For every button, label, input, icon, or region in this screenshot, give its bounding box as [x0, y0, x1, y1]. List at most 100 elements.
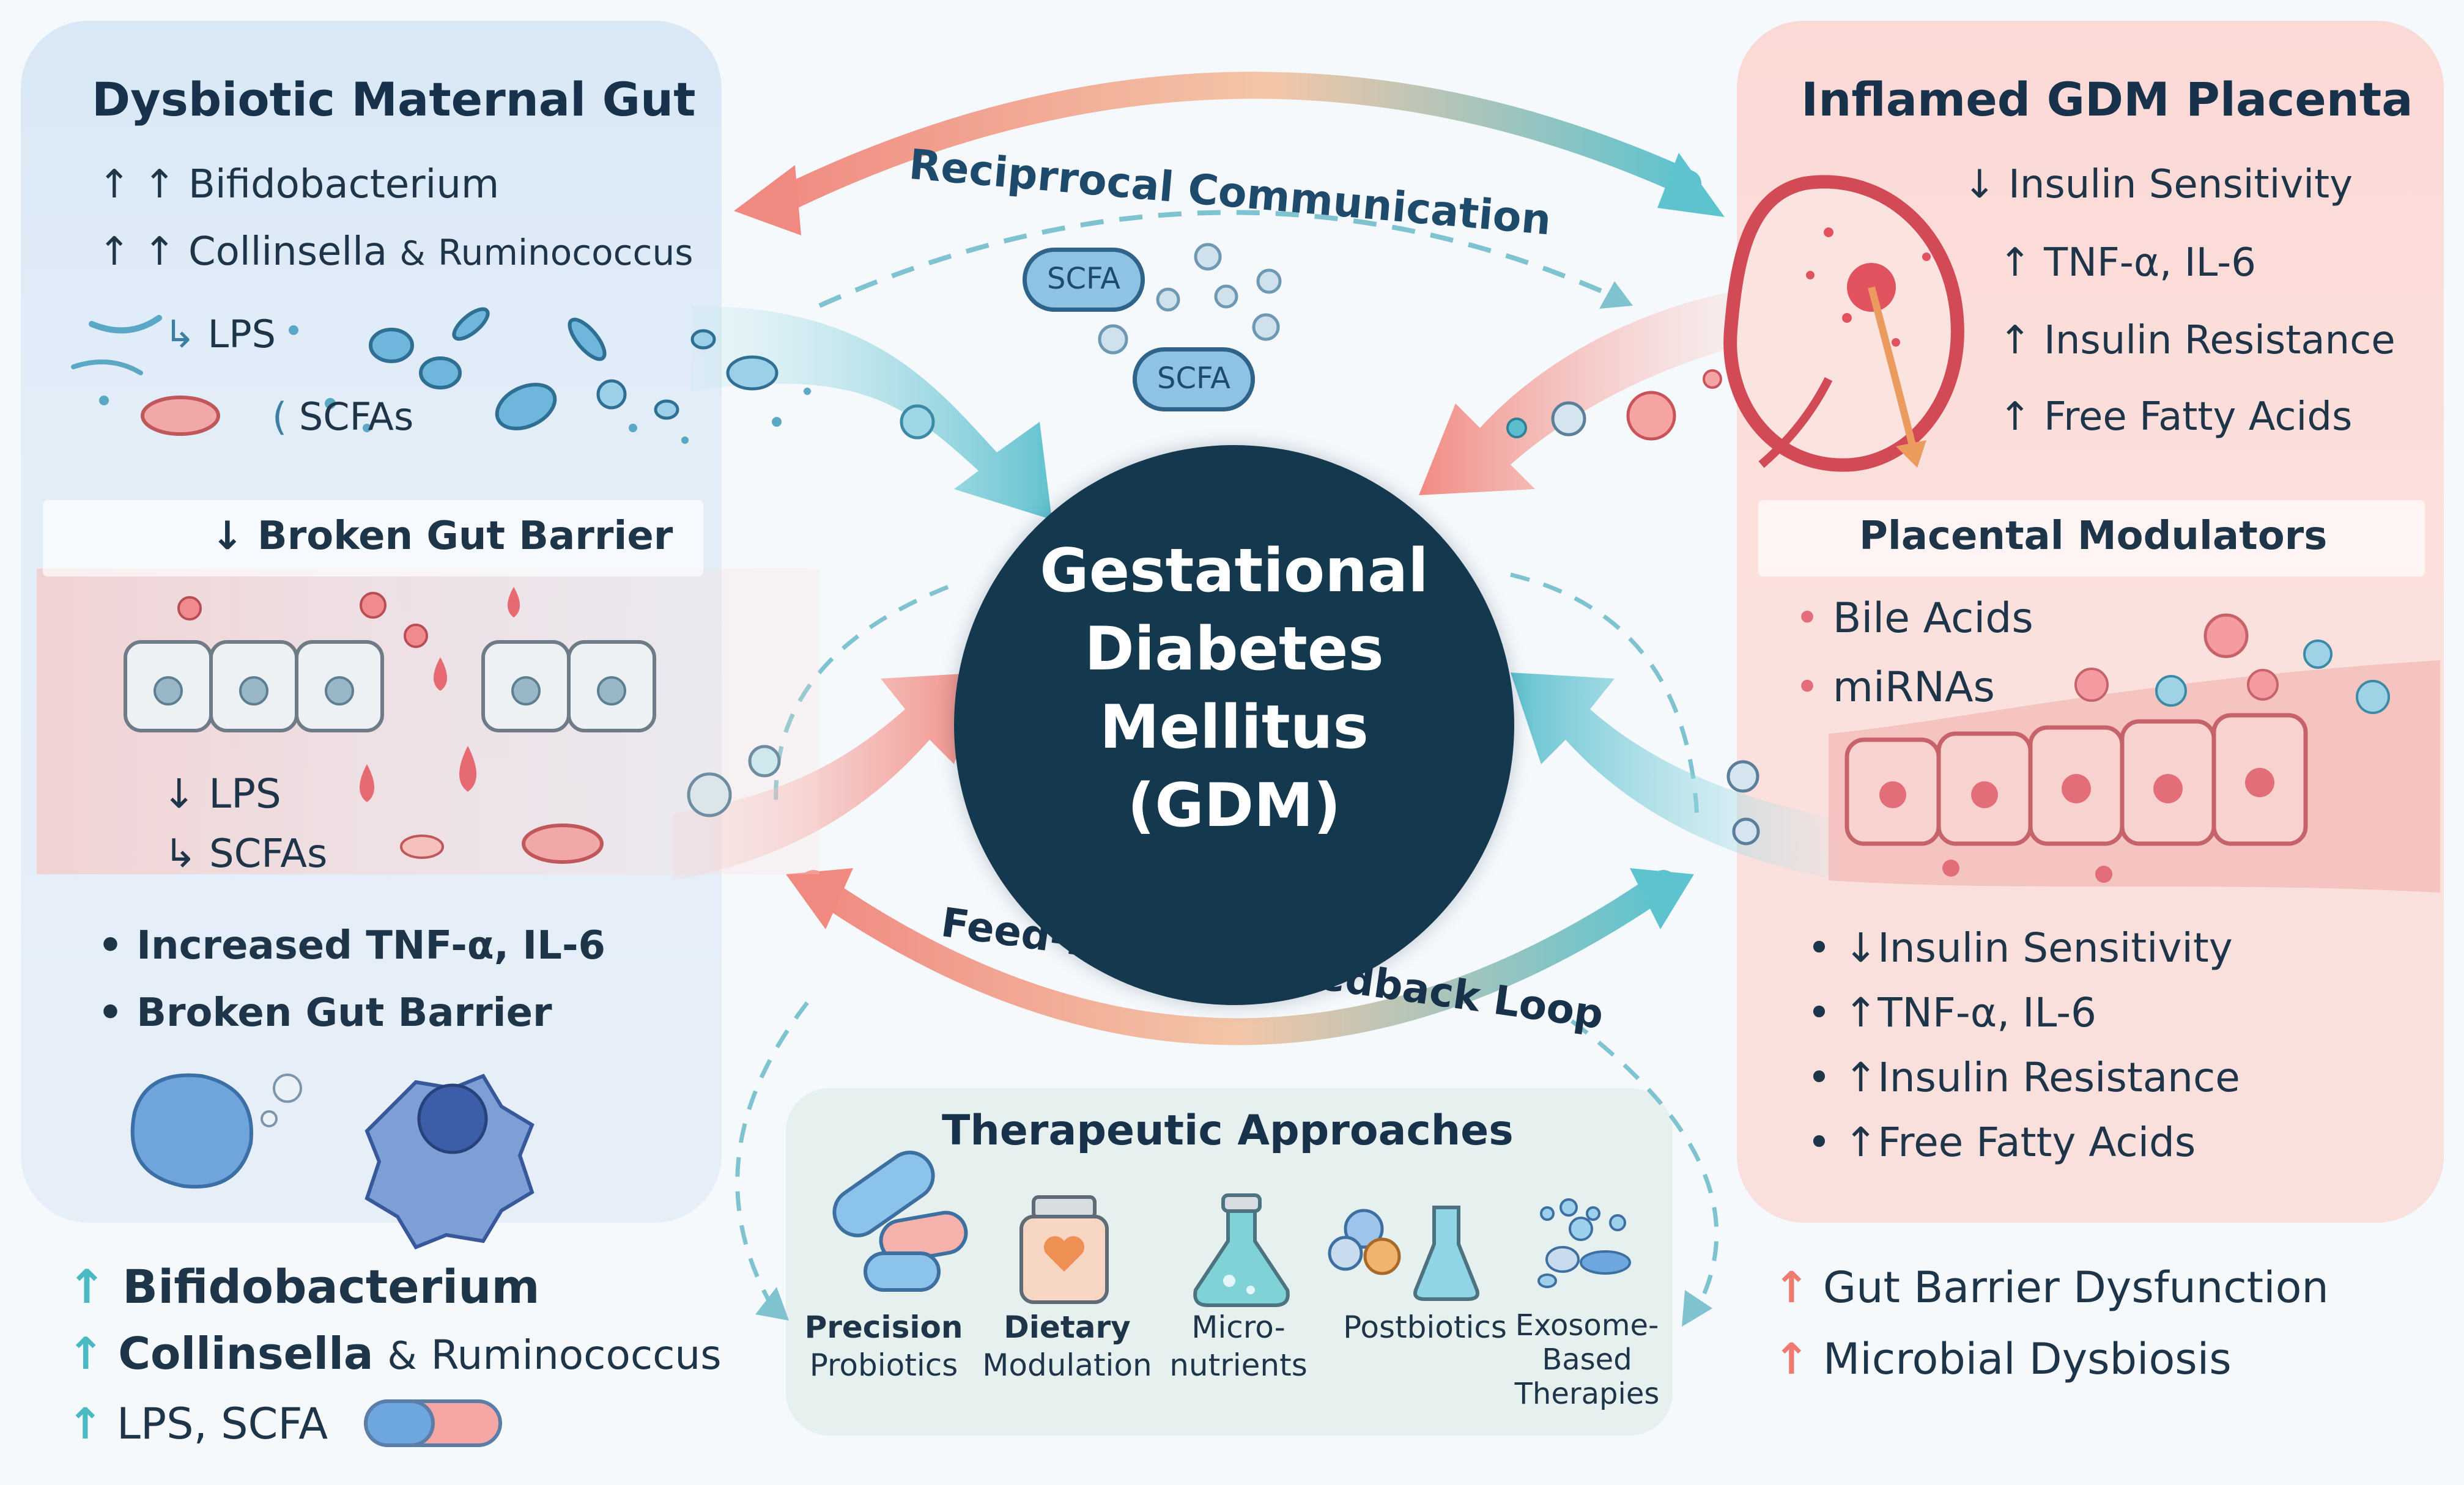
- jar-heart-icon: [1019, 1195, 1109, 1304]
- bullet-text: Free Fatty Acids: [1878, 1119, 2196, 1166]
- scfa-badge-label: SCFA: [1156, 361, 1231, 396]
- item-text: Collinsella: [188, 229, 388, 275]
- bullet-icon: •: [98, 990, 137, 1036]
- broken-gut-barrier-heading: ↓ Broken Gut Barrier: [211, 514, 673, 559]
- left-bullet: • Broken Gut Barrier: [98, 990, 552, 1036]
- capsule-illustration: [364, 1399, 502, 1447]
- right-bullet: • ↑Free Fatty Acids: [1807, 1119, 2196, 1166]
- placenta-title: Inflamed GDM Placenta: [1801, 72, 2413, 127]
- item-text: TNF-α, IL-6: [2043, 240, 2256, 286]
- left-bullet: • Increased TNF-α, IL-6: [98, 923, 605, 968]
- therapy-item-dietary: Dietary Modulation: [979, 1308, 1156, 1384]
- modulator-text: Bile Acids: [1832, 594, 2033, 643]
- outside-left-item: ↑ Bifidobacterium: [67, 1259, 540, 1314]
- arrow-up-icon: ↑ ↑: [98, 162, 176, 207]
- exosome-icon: [1537, 1198, 1631, 1288]
- left-top-item: ↑ ↑ Collinsella & Ruminococcus: [98, 229, 693, 275]
- arrow-icon: ↳: [164, 831, 197, 877]
- gdm-hub-title: Gestational Diabetes Mellitus (GDM): [954, 532, 1514, 845]
- right-top-item: ↑ Free Fatty Acids: [1999, 394, 2352, 440]
- scfa-badge: [1023, 248, 1145, 312]
- scfa-badge-label: SCFA: [1046, 262, 1121, 296]
- bullet-text: Increased TNF-α, IL-6: [136, 923, 606, 968]
- immune-cells-illustration: [130, 1073, 535, 1250]
- gdm-title-line: Gestational: [1040, 536, 1429, 606]
- item-text: Insulin Sensitivity: [2008, 162, 2353, 207]
- therapy-item-postbiotics: Postbiotics: [1333, 1308, 1517, 1346]
- placental-modulators-heading: Placental Modulators: [1859, 514, 2328, 559]
- arrow-icon: (: [272, 394, 287, 439]
- scfa-marker: ( SCFAs: [272, 394, 413, 439]
- bullet-icon: •: [1807, 924, 1844, 971]
- left-top-item: ↑ ↑ Bifidobacterium: [98, 162, 499, 207]
- therapy-label-line: Modulation: [982, 1347, 1152, 1383]
- therapy-label-line: Micro-: [1191, 1310, 1286, 1345]
- arrow-up-icon: ↑: [67, 1399, 103, 1449]
- placental-modulators-band: [1758, 500, 2425, 577]
- outside-left-item: ↑ Collinsella & Ruminococcus: [67, 1328, 722, 1379]
- right-bullet: • ↓Insulin Sensitivity: [1807, 924, 2233, 971]
- item-connector: &: [399, 234, 426, 273]
- dot-icon: •: [1795, 663, 1833, 712]
- item-text: Free Fatty Acids: [2043, 394, 2353, 440]
- item-connector: &: [387, 1333, 417, 1378]
- left-mid-item: ↳ SCFAs: [164, 831, 327, 877]
- arrow-up-icon: ↑: [1774, 1262, 1810, 1313]
- gut-epithelium-illustration: [37, 569, 819, 874]
- marker-text: LPS: [207, 312, 276, 356]
- right-top-item: ↓ Insulin Sensitivity: [1963, 162, 2353, 207]
- arrow-up-icon: ↑: [1774, 1334, 1810, 1384]
- item-text: Bifidobacterium: [122, 1259, 540, 1314]
- bullet-icon: •: [1807, 989, 1844, 1036]
- broken-gut-barrier-band: [43, 500, 703, 577]
- right-top-item: ↑ Insulin Resistance: [1999, 318, 2396, 363]
- placental-tissue-illustration: [1829, 613, 2440, 893]
- arrow-up-icon: ↑: [1999, 318, 2032, 363]
- therapy-label-line: Based: [1542, 1343, 1632, 1377]
- right-bullet: • ↑TNF-α, IL-6: [1807, 989, 2096, 1036]
- therapy-label-line: Postbiotics: [1343, 1310, 1507, 1345]
- gdm-title-line: Mellitus: [1100, 693, 1369, 762]
- right-top-item: ↑ TNF-α, IL-6: [1999, 240, 2256, 286]
- bullet-text: TNF-α, IL-6: [1878, 989, 2097, 1036]
- scfa-badge: [1133, 347, 1255, 411]
- postbiotic-icon: [1328, 1206, 1479, 1301]
- therapy-item-micronutrients: Micro- nutrients: [1156, 1308, 1321, 1384]
- flask-icon: [1193, 1193, 1290, 1307]
- capsule-icon: [832, 1151, 968, 1292]
- arrow-down-icon: ↓: [1843, 924, 1878, 971]
- arrow-up-icon: ↑: [1843, 1119, 1878, 1166]
- lps-marker: ↳ LPS: [164, 312, 276, 356]
- right-bullet: • ↑Insulin Resistance: [1807, 1054, 2240, 1101]
- bullet-text: Broken Gut Barrier: [136, 990, 552, 1036]
- gdm-hub: [954, 445, 1514, 1005]
- item-text: Ruminococcus: [431, 1332, 722, 1379]
- therapy-label-line: Therapies: [1514, 1377, 1660, 1411]
- item-text: Microbial Dysbiosis: [1822, 1334, 2232, 1384]
- modulator-item: • Bile Acids: [1795, 594, 2033, 643]
- item-text: Insulin Resistance: [2043, 318, 2396, 363]
- maternal-gut-title: Dysbiotic Maternal Gut: [92, 72, 696, 127]
- arrow-up-icon: ↑: [1843, 989, 1878, 1036]
- therapy-label-line: nutrients: [1169, 1347, 1308, 1383]
- item-text: Ruminococcus: [437, 232, 694, 273]
- item-text: LPS, SCFA: [116, 1399, 328, 1449]
- bullet-icon: •: [98, 923, 137, 968]
- bullet-text: Insulin Resistance: [1878, 1054, 2240, 1101]
- arrow-up-icon: ↑: [67, 1328, 105, 1379]
- item-text: LPS: [209, 770, 281, 817]
- placenta-illustration: [1723, 175, 1964, 472]
- outside-right-item: ↑ Gut Barrier Dysfunction: [1774, 1262, 2329, 1313]
- microbes-illustration: [71, 307, 811, 444]
- item-text: SCFAs: [209, 831, 328, 877]
- therapy-label-line: Probiotics: [809, 1347, 958, 1383]
- dot-icon: •: [1795, 594, 1833, 643]
- arrow-down-icon: ↓: [162, 770, 196, 817]
- item-text: Gut Barrier Dysfunction: [1822, 1262, 2329, 1313]
- item-text: Bifidobacterium: [188, 162, 500, 207]
- outside-right-item: ↑ Microbial Dysbiosis: [1774, 1334, 2232, 1384]
- gdm-title-line: Diabetes: [1084, 614, 1384, 684]
- arrow-up-icon: ↑: [67, 1259, 106, 1314]
- item-text: Collinsella: [118, 1328, 374, 1379]
